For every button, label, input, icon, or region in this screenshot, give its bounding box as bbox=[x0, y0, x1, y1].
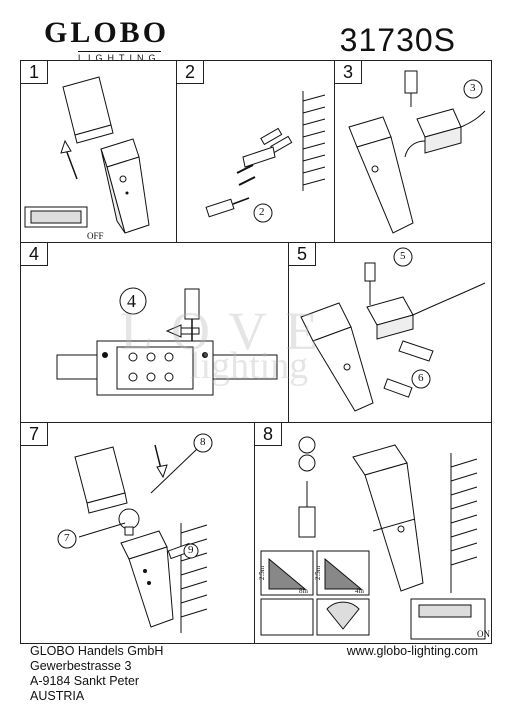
step-number: 4 bbox=[21, 243, 48, 266]
callout-7: 7 bbox=[64, 532, 70, 544]
sensor-label-3: 2.5m bbox=[314, 565, 323, 581]
step-number: 7 bbox=[21, 423, 48, 446]
callout-6: 6 bbox=[418, 372, 424, 384]
step-2-illustration bbox=[205, 91, 326, 223]
step-number: 1 bbox=[21, 61, 48, 84]
sensor-label-2: 8m bbox=[299, 587, 308, 595]
step-7-panel: 7 8 7 9 bbox=[20, 422, 256, 644]
callout-9: 9 bbox=[188, 544, 194, 556]
step-4-panel: 4 4 bbox=[20, 242, 290, 424]
off-label: OFF bbox=[87, 231, 104, 241]
step-8-illustration bbox=[260, 436, 486, 640]
brand-subtitle: LIGHTING bbox=[78, 51, 161, 63]
callout-2: 2 bbox=[259, 206, 265, 218]
step-4-illustration bbox=[56, 287, 278, 396]
step-3-illustration bbox=[348, 70, 486, 234]
step-5-illustration bbox=[300, 247, 486, 412]
company-street: Gewerbestrasse 3 bbox=[30, 659, 132, 673]
step-1-panel: 1 OFF bbox=[20, 60, 178, 244]
step-number: 2 bbox=[177, 61, 204, 84]
step-7-illustration bbox=[57, 433, 213, 633]
brand-logo: GLOBO LIGHTING bbox=[44, 18, 194, 66]
callout-8: 8 bbox=[200, 436, 206, 448]
callout-4: 4 bbox=[127, 291, 136, 311]
step-5-panel: 5 5 6 bbox=[288, 242, 492, 424]
brand-name: GLOBO bbox=[44, 16, 170, 49]
sensor-label-1: 2.5m bbox=[258, 565, 267, 581]
step-number: 5 bbox=[289, 243, 316, 266]
company-city: A-9184 Sankt Peter bbox=[30, 674, 140, 688]
sensor-label-4: 4m bbox=[355, 587, 364, 595]
website-url: www.globo-lighting.com bbox=[346, 644, 478, 658]
step-2-panel: 2 2 bbox=[176, 60, 336, 244]
callout-3: 3 bbox=[470, 82, 476, 94]
company-address: GLOBO Handels GmbH Gewerbestrasse 3 A-91… bbox=[30, 644, 163, 704]
step-number: 3 bbox=[335, 61, 362, 84]
step-1-illustration bbox=[24, 76, 150, 234]
step-3-panel: 3 3 bbox=[334, 60, 492, 244]
on-label: ON bbox=[477, 629, 490, 639]
company-name: GLOBO Handels GmbH bbox=[30, 644, 164, 658]
step-8-panel: 8 2.5m 8m 2.5m 4m ON bbox=[254, 422, 492, 644]
company-country: AUSTRIA bbox=[30, 689, 85, 703]
model-number: 31730S bbox=[339, 22, 456, 58]
step-number: 8 bbox=[255, 423, 282, 446]
callout-5: 5 bbox=[400, 250, 406, 262]
